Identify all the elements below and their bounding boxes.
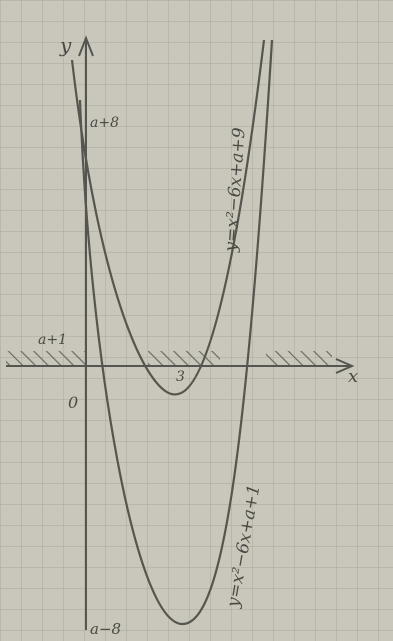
label-a-plus-8: a+8 xyxy=(90,115,119,131)
lower-parabola-curve xyxy=(78,39,274,626)
y-axis-arrow xyxy=(78,35,94,57)
x-axis-label: x xyxy=(348,366,358,387)
label-a-minus-8: a−8 xyxy=(90,620,121,638)
hatch-region-middle xyxy=(148,351,220,365)
vertex-x-label: 3 xyxy=(176,369,185,385)
y-axis-label: y xyxy=(59,33,72,57)
hatch-region-right xyxy=(266,351,332,365)
origin-label: 0 xyxy=(68,393,78,412)
label-a-plus-1: a+1 xyxy=(38,332,67,348)
hatch-region-left xyxy=(6,351,86,365)
upper-parabola-curve xyxy=(70,39,266,396)
x-axis-arrow xyxy=(335,358,355,374)
